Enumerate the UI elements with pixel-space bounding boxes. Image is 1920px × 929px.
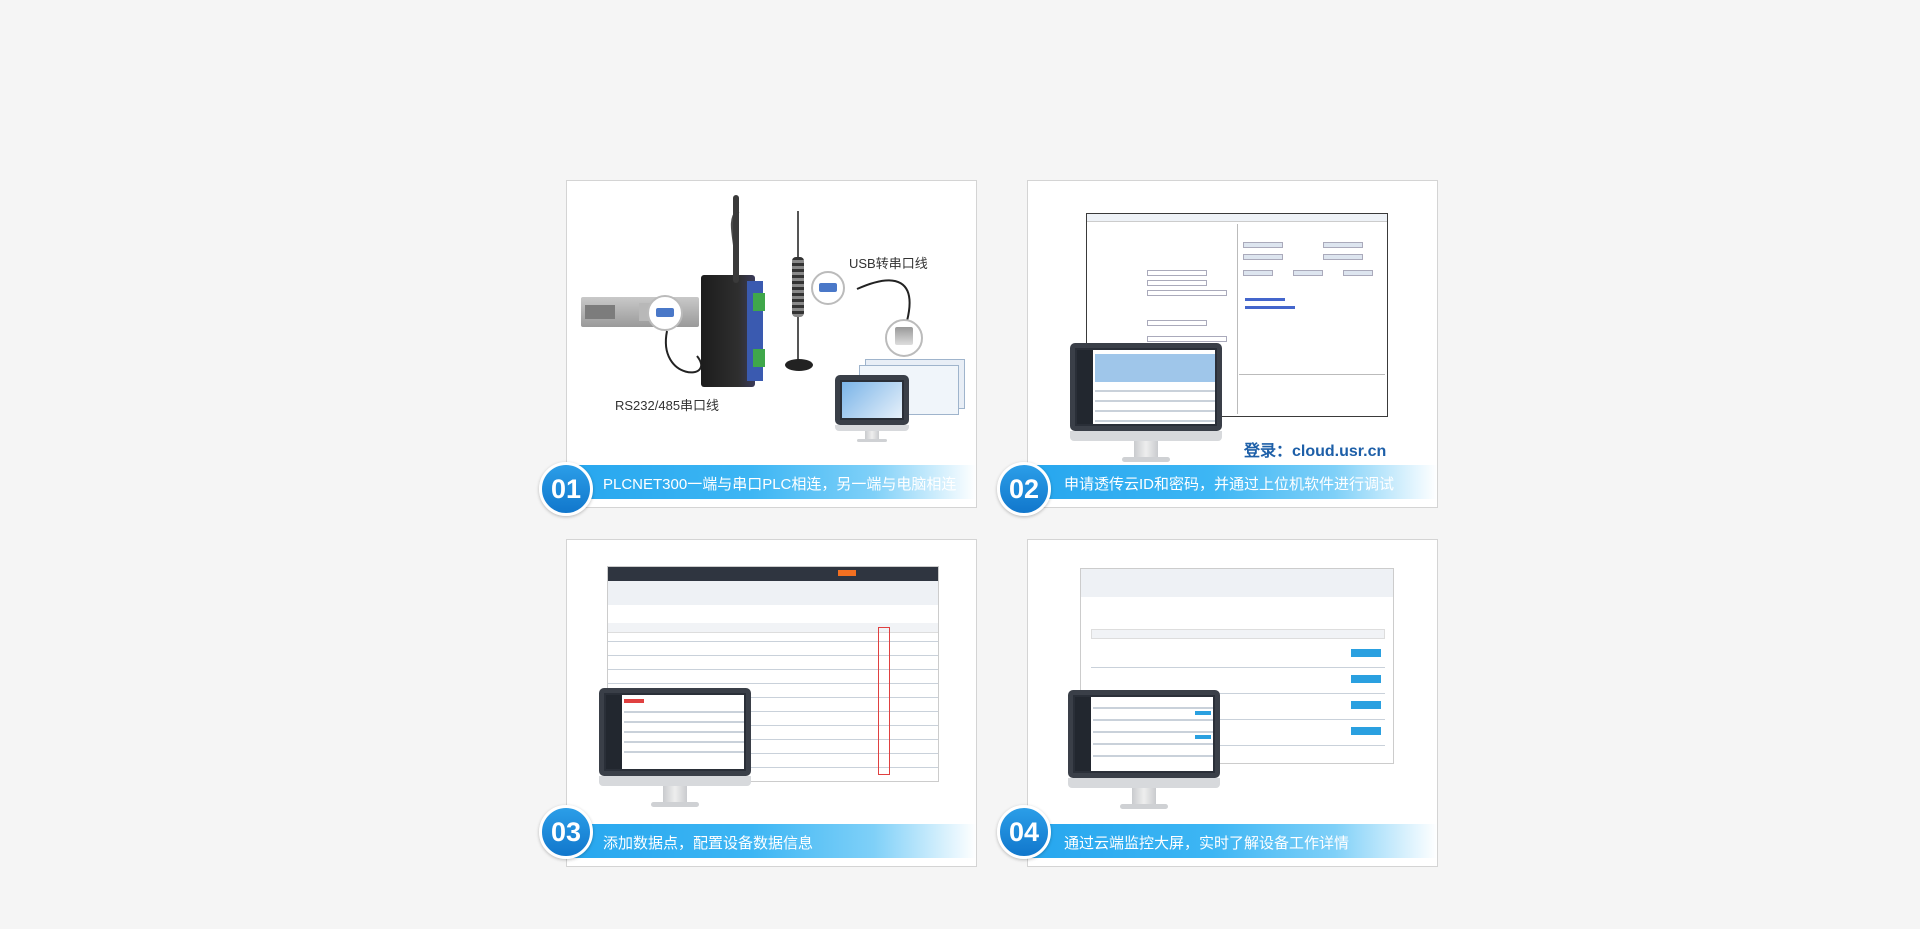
serial-cable-label: RS232/485串口线 bbox=[615, 398, 720, 413]
step-4-illustration bbox=[1028, 540, 1437, 830]
step-card-3: 添加数据点，配置设备数据信息 bbox=[566, 539, 977, 867]
usb-cable-label: USB转串口线 bbox=[849, 256, 928, 271]
step-3-caption-bar: 添加数据点，配置设备数据信息 bbox=[567, 824, 976, 858]
step-card-4: 通过云端监控大屏，实时了解设备工作详情 bbox=[1027, 539, 1438, 867]
step-2-badge: 02 bbox=[997, 462, 1051, 516]
step-1-badge: 01 bbox=[539, 462, 593, 516]
step-card-1: USB转串口线 RS232/485串口线 PLCNET300一端与串口PLC相连… bbox=[566, 180, 977, 508]
step-3-illustration bbox=[567, 540, 976, 830]
step-1-illustration: USB转串口线 RS232/485串口线 bbox=[567, 181, 976, 471]
step-4-caption-bar: 通过云端监控大屏，实时了解设备工作详情 bbox=[1028, 824, 1437, 858]
step-2-caption: 申请透传云ID和密码，并通过上位机软件进行调试 bbox=[1064, 476, 1395, 493]
step-1-caption-bar: PLCNET300一端与串口PLC相连，另一端与电脑相连 bbox=[567, 465, 976, 499]
step-1-caption: PLCNET300一端与串口PLC相连，另一端与电脑相连 bbox=[603, 476, 957, 493]
step-4-badge: 04 bbox=[997, 805, 1051, 859]
step-3-caption: 添加数据点，配置设备数据信息 bbox=[603, 835, 814, 852]
highlighted-column bbox=[878, 627, 890, 775]
plcnet300-device bbox=[701, 275, 755, 387]
step-4-caption: 通过云端监控大屏，实时了解设备工作详情 bbox=[1064, 835, 1350, 852]
step-2-caption-bar: 申请透传云ID和密码，并通过上位机软件进行调试 bbox=[1028, 465, 1437, 499]
step-2-illustration: 登录：cloud.usr.cn bbox=[1028, 181, 1437, 471]
step-3-badge: 03 bbox=[539, 805, 593, 859]
cloud-login-label: 登录：cloud.usr.cn bbox=[1244, 443, 1387, 460]
step-card-2: 登录：cloud.usr.cn 申请透传云ID和密码，并通过上位机软件进行调试 bbox=[1027, 180, 1438, 508]
antenna bbox=[792, 257, 804, 317]
